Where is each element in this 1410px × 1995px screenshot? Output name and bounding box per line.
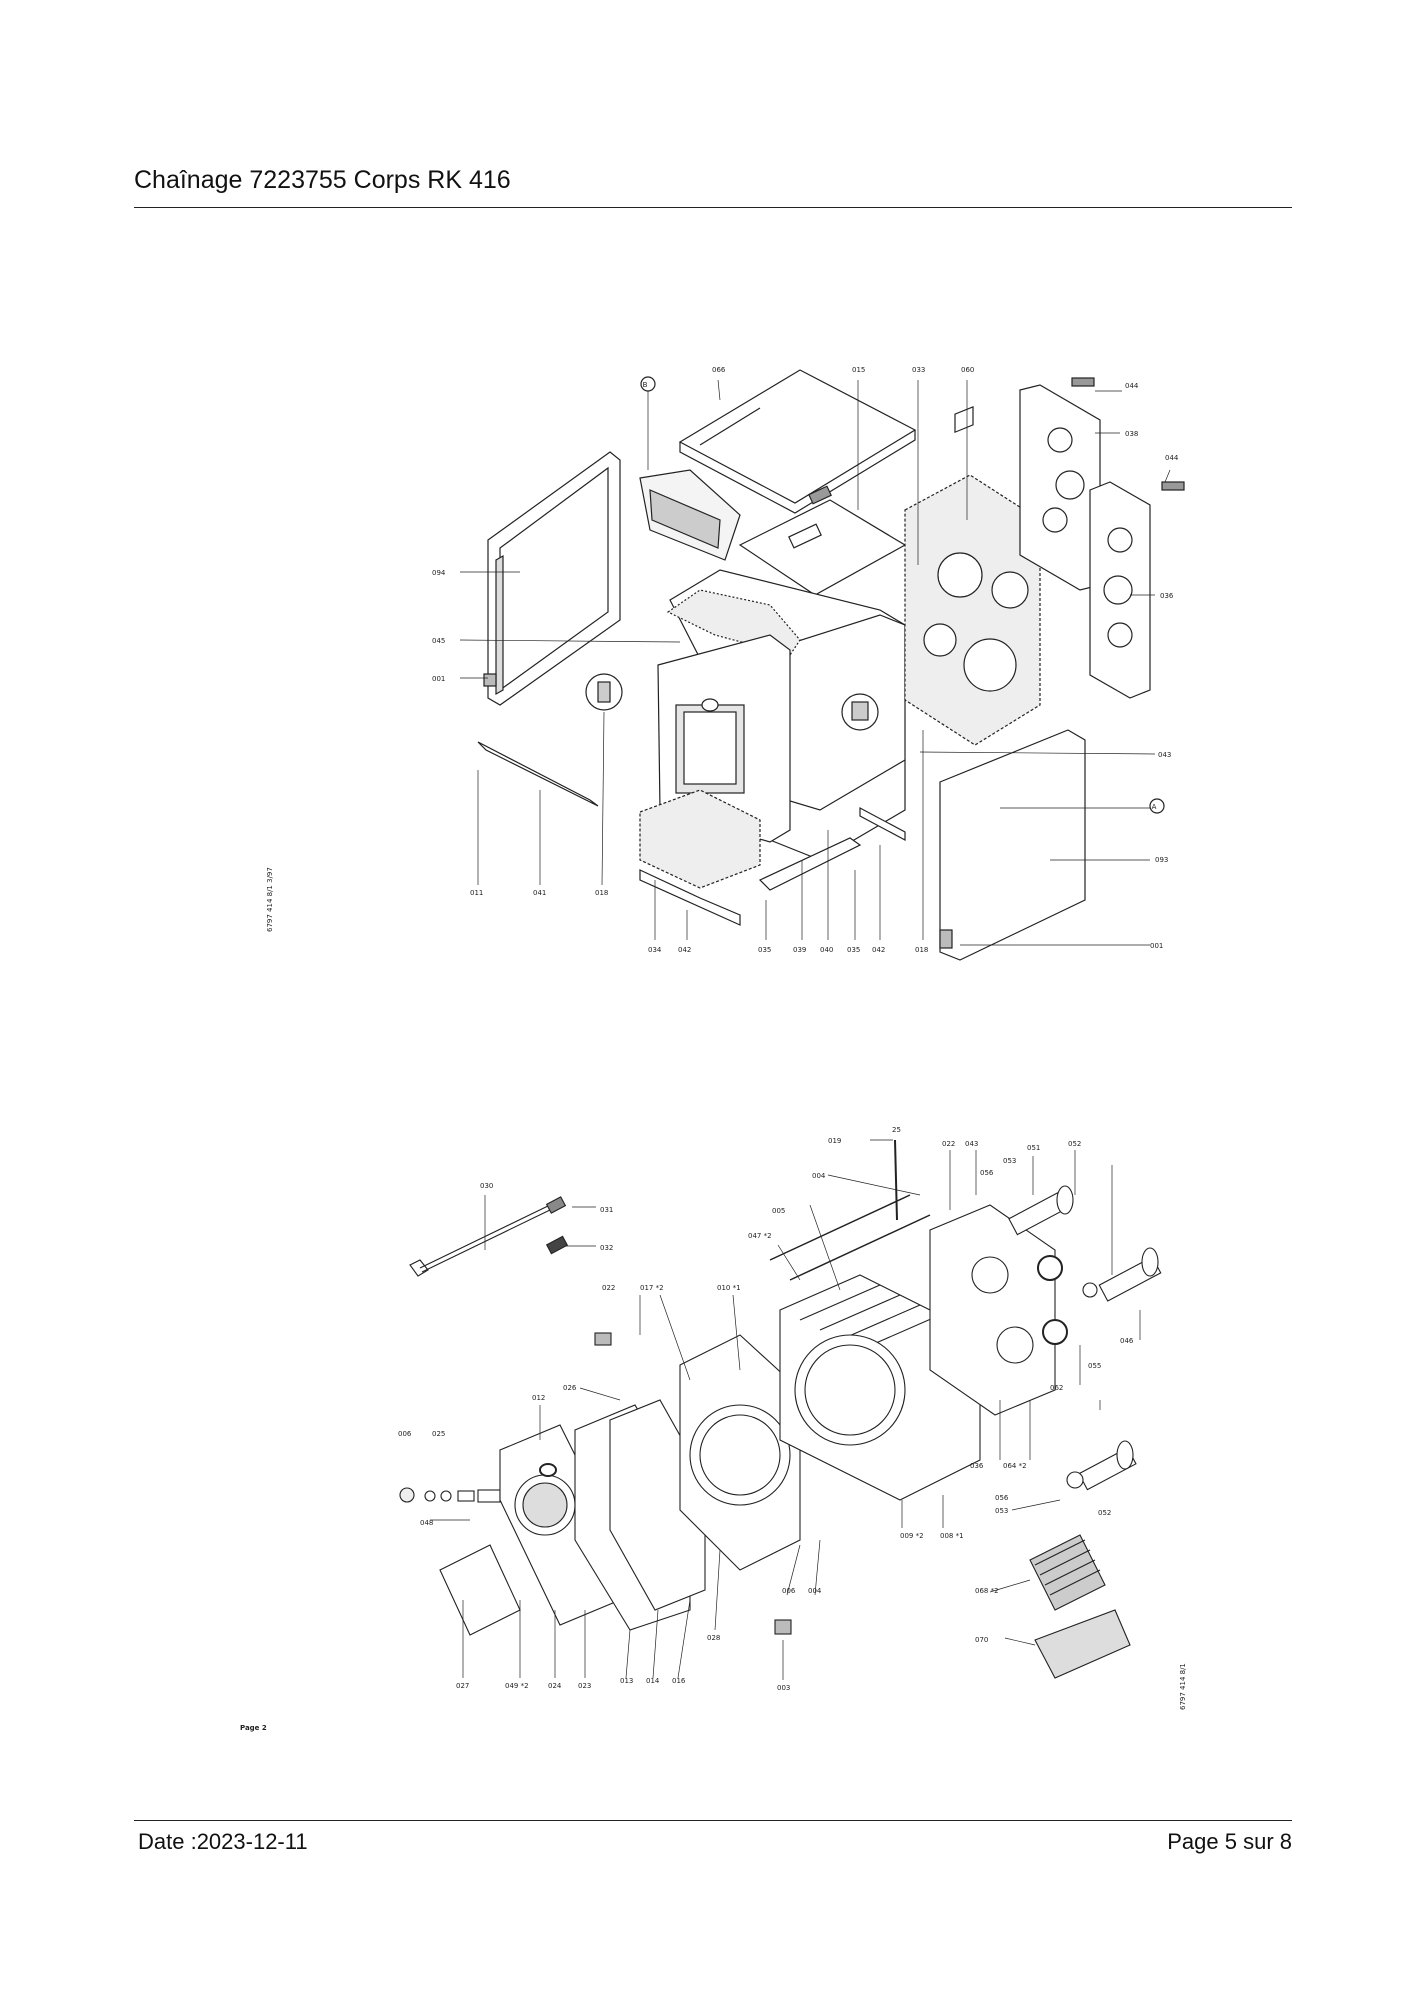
label-051: 051 <box>1027 1144 1040 1152</box>
label-053a: 053 <box>1003 1157 1016 1165</box>
label-043b: 043 <box>965 1140 978 1148</box>
top-diagram-code: 6797 414 8/1 3/97 <box>266 867 274 932</box>
top-diagram-labels: 066 015 033 060 044 038 044 036 094 045 … <box>266 366 1179 954</box>
label-064: 064 *2 <box>1003 1462 1027 1470</box>
left-side-panel <box>487 451 621 706</box>
label-014: 014 <box>646 1677 660 1685</box>
label-056a: 056 <box>980 1169 994 1177</box>
label-027: 027 <box>456 1682 469 1690</box>
label-013: 013 <box>620 1677 633 1685</box>
label-025: 025 <box>432 1430 445 1438</box>
label-003: 003 <box>777 1684 790 1692</box>
label-043: 043 <box>1158 751 1171 759</box>
bottom-rail-right <box>758 837 862 891</box>
label-047: 047 *2 <box>748 1232 772 1240</box>
label-023: 023 <box>578 1682 591 1690</box>
footer-rule <box>134 1820 1292 1821</box>
label-036: 036 <box>1160 592 1174 600</box>
label-033: 033 <box>912 366 925 374</box>
label-022b: 022 <box>602 1284 615 1292</box>
label-018b: 018 <box>915 946 928 954</box>
turbulator-cover <box>1034 1609 1131 1679</box>
label-070: 070 <box>975 1636 988 1644</box>
rear-section <box>929 1204 1056 1416</box>
label-049: 049 *2 <box>505 1682 529 1690</box>
label-036b: 036 <box>970 1462 984 1470</box>
bottom-diagram-labels: 019 25 022 043 051 052 053 056 030 004 0… <box>240 1126 1187 1732</box>
label-035a: 035 <box>758 946 771 954</box>
turbulators <box>1029 1534 1106 1611</box>
label-032: 032 <box>600 1244 613 1252</box>
label-024: 024 <box>548 1682 562 1690</box>
label-006: 006 <box>398 1430 412 1438</box>
label-046: 046 <box>1120 1337 1134 1345</box>
label-055: 055 <box>1088 1362 1101 1370</box>
label-001b: 001 <box>1150 942 1163 950</box>
label-B: B <box>643 381 648 389</box>
label-012: 012 <box>532 1394 545 1402</box>
label-052a: 052 <box>1068 1140 1081 1148</box>
header-rule <box>134 207 1292 208</box>
label-045: 045 <box>432 637 445 645</box>
rear-plate-038 <box>1019 384 1101 591</box>
label-009: 009 *2 <box>900 1532 924 1540</box>
label-026: 026 <box>563 1384 577 1392</box>
label-A: A <box>1152 803 1157 811</box>
bottom-diagram-code: 6797 414 8/1 <box>1179 1663 1187 1710</box>
label-011: 011 <box>470 889 483 897</box>
label-053b: 053 <box>995 1507 1008 1515</box>
label-062: 062 <box>1050 1384 1063 1392</box>
label-017: 017 *2 <box>640 1284 664 1292</box>
cleaning-brush-handle <box>409 1259 429 1277</box>
label-060: 060 <box>961 366 974 374</box>
label-094: 094 <box>432 569 446 577</box>
label-030: 030 <box>480 1182 493 1190</box>
label-005: 005 <box>772 1207 785 1215</box>
label-039: 039 <box>793 946 806 954</box>
label-004a: 004 <box>812 1172 826 1180</box>
right-front-panel <box>939 729 1086 961</box>
footer-page-number: Page 5 sur 8 <box>1167 1829 1292 1854</box>
label-056b: 056 <box>995 1494 1009 1502</box>
bottom-rail-left <box>639 869 741 926</box>
label-068: 068 *2 <box>975 1587 999 1595</box>
footer-date: Date :2023-12-11 <box>138 1829 308 1854</box>
source-page-note: Page 2 <box>240 1724 267 1732</box>
label-034: 034 <box>648 946 662 954</box>
label-044a: 044 <box>1125 382 1139 390</box>
label-019: 019 <box>828 1137 841 1145</box>
top-cover <box>678 369 917 504</box>
label-022a: 022 <box>942 1140 955 1148</box>
label-038: 038 <box>1125 430 1138 438</box>
inspection-cover <box>439 1544 521 1636</box>
label-25: 25 <box>892 1126 901 1134</box>
label-016: 016 <box>672 1677 686 1685</box>
label-042b: 042 <box>872 946 885 954</box>
label-006b: 006 <box>782 1587 796 1595</box>
label-048: 048 <box>420 1519 433 1527</box>
top-diagram <box>459 369 1185 961</box>
label-044b: 044 <box>1165 454 1179 462</box>
label-018a: 018 <box>595 889 608 897</box>
label-052b: 052 <box>1098 1509 1111 1517</box>
bottom-insulation <box>639 789 761 889</box>
label-028: 028 <box>707 1634 720 1642</box>
label-008: 008 *1 <box>940 1532 964 1540</box>
label-041: 041 <box>533 889 546 897</box>
label-001a: 001 <box>432 675 445 683</box>
label-042a: 042 <box>678 946 691 954</box>
label-093: 093 <box>1155 856 1168 864</box>
label-010: 010 *1 <box>717 1284 741 1292</box>
label-040: 040 <box>820 946 833 954</box>
document-title: Chaînage 7223755 Corps RK 416 <box>134 166 511 194</box>
label-015: 015 <box>852 366 865 374</box>
label-031: 031 <box>600 1206 613 1214</box>
label-035b: 035 <box>847 946 860 954</box>
bottom-diagram <box>399 1139 1162 1680</box>
rear-plate-036 <box>1089 481 1151 699</box>
label-004b: 004 <box>808 1587 822 1595</box>
label-066: 066 <box>712 366 726 374</box>
left-rail <box>477 741 599 807</box>
